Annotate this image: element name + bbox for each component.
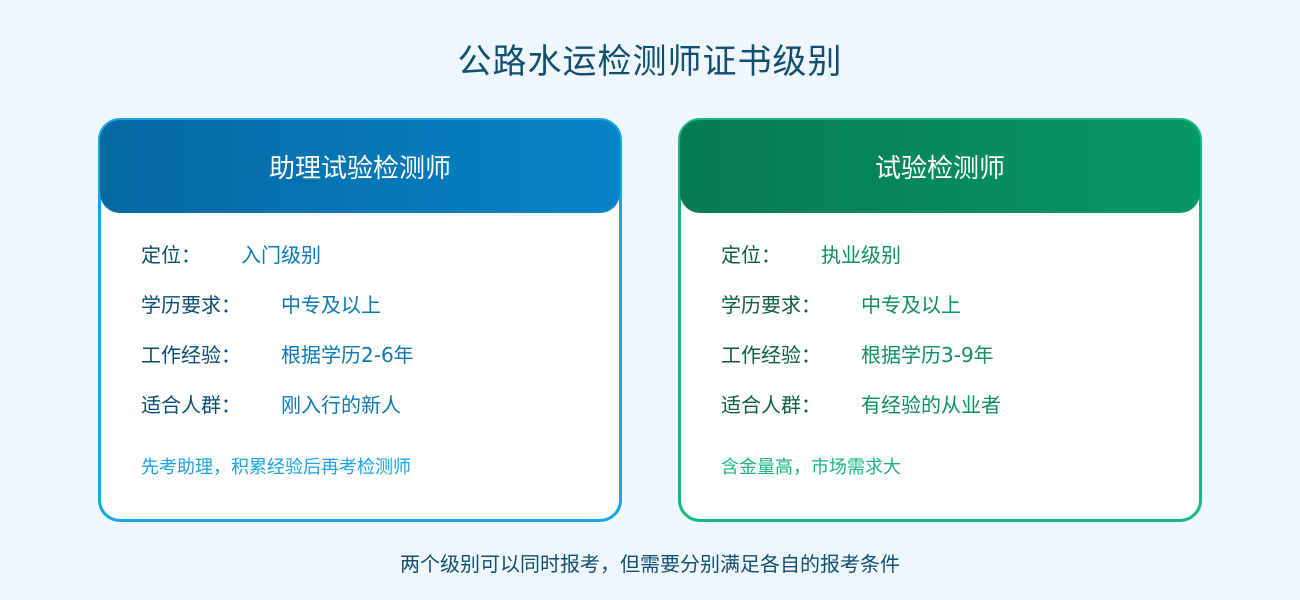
row-label: 定位： — [721, 243, 781, 267]
row-value: 中专及以上 — [861, 293, 961, 317]
row-education: 学历要求： 中专及以上 — [141, 289, 414, 339]
footer-note: 两个级别可以同时报考，但需要分别满足各自的报考条件 — [400, 552, 900, 576]
card-header: 试验检测师 — [680, 120, 1200, 213]
card-header: 助理试验检测师 — [100, 120, 620, 213]
row-experience: 工作经验： 根据学历2-6年 — [141, 339, 414, 389]
row-label: 学历要求： — [721, 293, 821, 317]
row-value: 中专及以上 — [281, 293, 381, 317]
row-label: 适合人群： — [141, 393, 241, 417]
row-value: 执业级别 — [821, 243, 901, 267]
card-details: 定位： 执业级别 学历要求： 中专及以上 工作经验： 根据学历3-9年 适合人群… — [721, 239, 1001, 439]
card-assistant-inspector: 助理试验检测师 定位： 入门级别 学历要求： 中专及以上 工作经验： 根据学历2… — [98, 118, 622, 522]
row-value: 刚入行的新人 — [281, 393, 401, 417]
row-audience: 适合人群： 刚入行的新人 — [141, 389, 414, 439]
row-label: 学历要求： — [141, 293, 241, 317]
card-note: 含金量高，市场需求大 — [721, 457, 901, 478]
row-label: 工作经验： — [721, 343, 821, 367]
row-value: 有经验的从业者 — [861, 393, 1001, 417]
page-title: 公路水运检测师证书级别 — [457, 42, 843, 82]
row-label: 定位： — [141, 243, 201, 267]
card-inspector: 试验检测师 定位： 执业级别 学历要求： 中专及以上 工作经验： 根据学历3-9… — [678, 118, 1202, 522]
row-audience: 适合人群： 有经验的从业者 — [721, 389, 1001, 439]
row-value: 根据学历3-9年 — [861, 343, 994, 367]
row-value: 根据学历2-6年 — [281, 343, 414, 367]
row-positioning: 定位： 入门级别 — [141, 239, 414, 289]
row-label: 适合人群： — [721, 393, 821, 417]
row-education: 学历要求： 中专及以上 — [721, 289, 1001, 339]
card-note: 先考助理，积累经验后再考检测师 — [141, 457, 411, 478]
row-positioning: 定位： 执业级别 — [721, 239, 1001, 289]
row-experience: 工作经验： 根据学历3-9年 — [721, 339, 1001, 389]
row-value: 入门级别 — [241, 243, 321, 267]
row-label: 工作经验： — [141, 343, 241, 367]
card-details: 定位： 入门级别 学历要求： 中专及以上 工作经验： 根据学历2-6年 适合人群… — [141, 239, 414, 439]
